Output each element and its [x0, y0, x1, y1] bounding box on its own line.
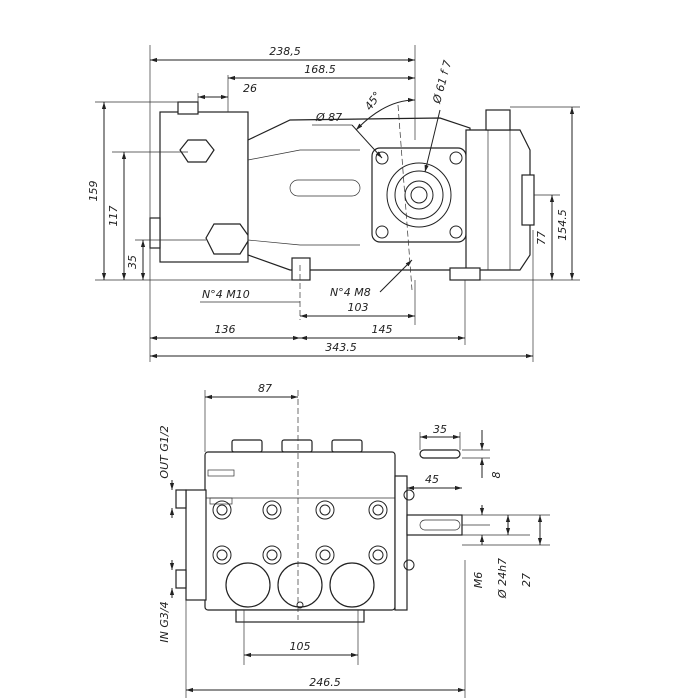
top-cap — [281, 439, 313, 453]
shaft-center — [410, 186, 428, 204]
dim-key8: 8 — [490, 472, 503, 479]
valve-plug-upper — [179, 139, 215, 163]
dim-103: 103 — [348, 301, 369, 314]
top-cap — [331, 439, 363, 453]
key-detail — [419, 449, 461, 459]
dim-238: 238,5 — [269, 45, 301, 58]
dim-m6: M6 — [472, 572, 485, 589]
inlet-plug — [205, 223, 251, 255]
drive-shaft — [406, 514, 463, 536]
crankcase-ribs — [247, 149, 360, 246]
dim-bore61: Ø 61 f 7 — [430, 59, 454, 106]
rear-cover — [465, 129, 531, 271]
plug — [329, 562, 375, 608]
plug — [225, 562, 271, 608]
dim-159: 159 — [87, 181, 100, 202]
dim-key35: 35 — [433, 423, 447, 436]
mounting-foot — [291, 257, 311, 281]
dim-136: 136 — [215, 323, 236, 336]
manifold-top-nut — [177, 101, 199, 115]
dim-117: 117 — [107, 206, 120, 227]
oil-sight — [289, 179, 361, 197]
dim-bolts-m8: N°4 M8 — [330, 286, 371, 299]
label-inlet: IN G3/4 — [158, 601, 171, 642]
label-outlet: OUT G1/2 — [158, 425, 171, 478]
dim-145: 145 — [372, 323, 393, 336]
dim-shaft45: 45 — [425, 473, 439, 486]
top-cap — [231, 439, 263, 453]
inlet-port — [175, 569, 187, 589]
flange-ring — [394, 170, 444, 220]
dim-width87: 87 — [258, 382, 272, 395]
flange-bolt — [449, 151, 463, 165]
dim-shaft-dia: Ø 24h7 — [496, 558, 509, 599]
dim-overall246: 246.5 — [309, 676, 341, 689]
flange-bolt — [449, 225, 463, 239]
dim-bore87: Ø 87 — [315, 111, 342, 124]
dim-spacing105: 105 — [290, 640, 311, 653]
rear-foot — [449, 267, 481, 281]
right-plate — [394, 475, 408, 611]
base-foot — [235, 609, 365, 623]
dim-77: 77 — [535, 231, 548, 245]
breather-cap — [485, 109, 511, 131]
dim-154: 154.5 — [556, 209, 569, 241]
dim-168: 168.5 — [304, 63, 336, 76]
dim-26: 26 — [243, 82, 257, 95]
flange-bolt — [375, 151, 389, 165]
front-view: 35 8 45 M6 Ø 24h7 27 87 OUT G1/2 IN G3/4 — [158, 382, 550, 698]
flange-ring-outer — [386, 162, 452, 228]
dim-angle: 45° — [362, 89, 384, 112]
left-manifold-flange — [185, 489, 207, 601]
bolt-row-lower — [212, 545, 388, 565]
flange-bolt — [375, 225, 389, 239]
outlet-port — [175, 489, 187, 509]
shaft-stub — [521, 174, 535, 226]
dim-bolts-m10: N°4 M10 — [202, 288, 250, 301]
dim-343: 343.5 — [325, 341, 357, 354]
side-view: 238,5 168.5 26 45° Ø 87 Ø 61 f 7 159 117… — [87, 45, 580, 362]
dim-shaft27: 27 — [520, 573, 533, 587]
bolt-row-upper — [212, 500, 388, 520]
plug — [277, 562, 323, 608]
dim-35: 35 — [126, 255, 139, 269]
left-fitting — [149, 217, 161, 249]
